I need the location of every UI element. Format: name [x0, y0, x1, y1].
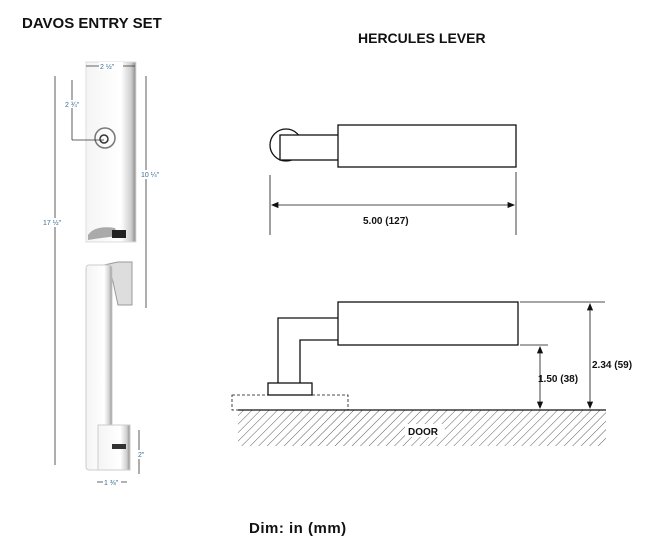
plate-width-label: 2 ½": [100, 63, 115, 71]
left-title: DAVOS ENTRY SET: [22, 15, 162, 32]
plate-height-label: 10 ¼": [141, 172, 160, 179]
overall-height-label: 17 ½": [43, 219, 62, 227]
center-height-label: 1.50 (38): [538, 374, 578, 385]
right-title: HERCULES LEVER: [358, 30, 486, 46]
length-dimension: [269, 172, 517, 235]
rosette-width-label: 1 ⅜": [104, 480, 119, 487]
length-label: 5.00 (127): [363, 216, 409, 227]
rosette-height-label: 2": [138, 452, 145, 459]
door-label: DOOR: [408, 427, 439, 438]
entry-set-illustration: [85, 61, 137, 471]
lever-top-view: [269, 124, 517, 168]
height-dimensions: [520, 301, 605, 410]
cylinder-offset-label: 2 ¾": [65, 102, 80, 109]
footer-units: Dim: in (mm): [249, 520, 347, 537]
projection-label: 2.34 (59): [592, 360, 632, 371]
lever-side-view: [231, 301, 519, 411]
